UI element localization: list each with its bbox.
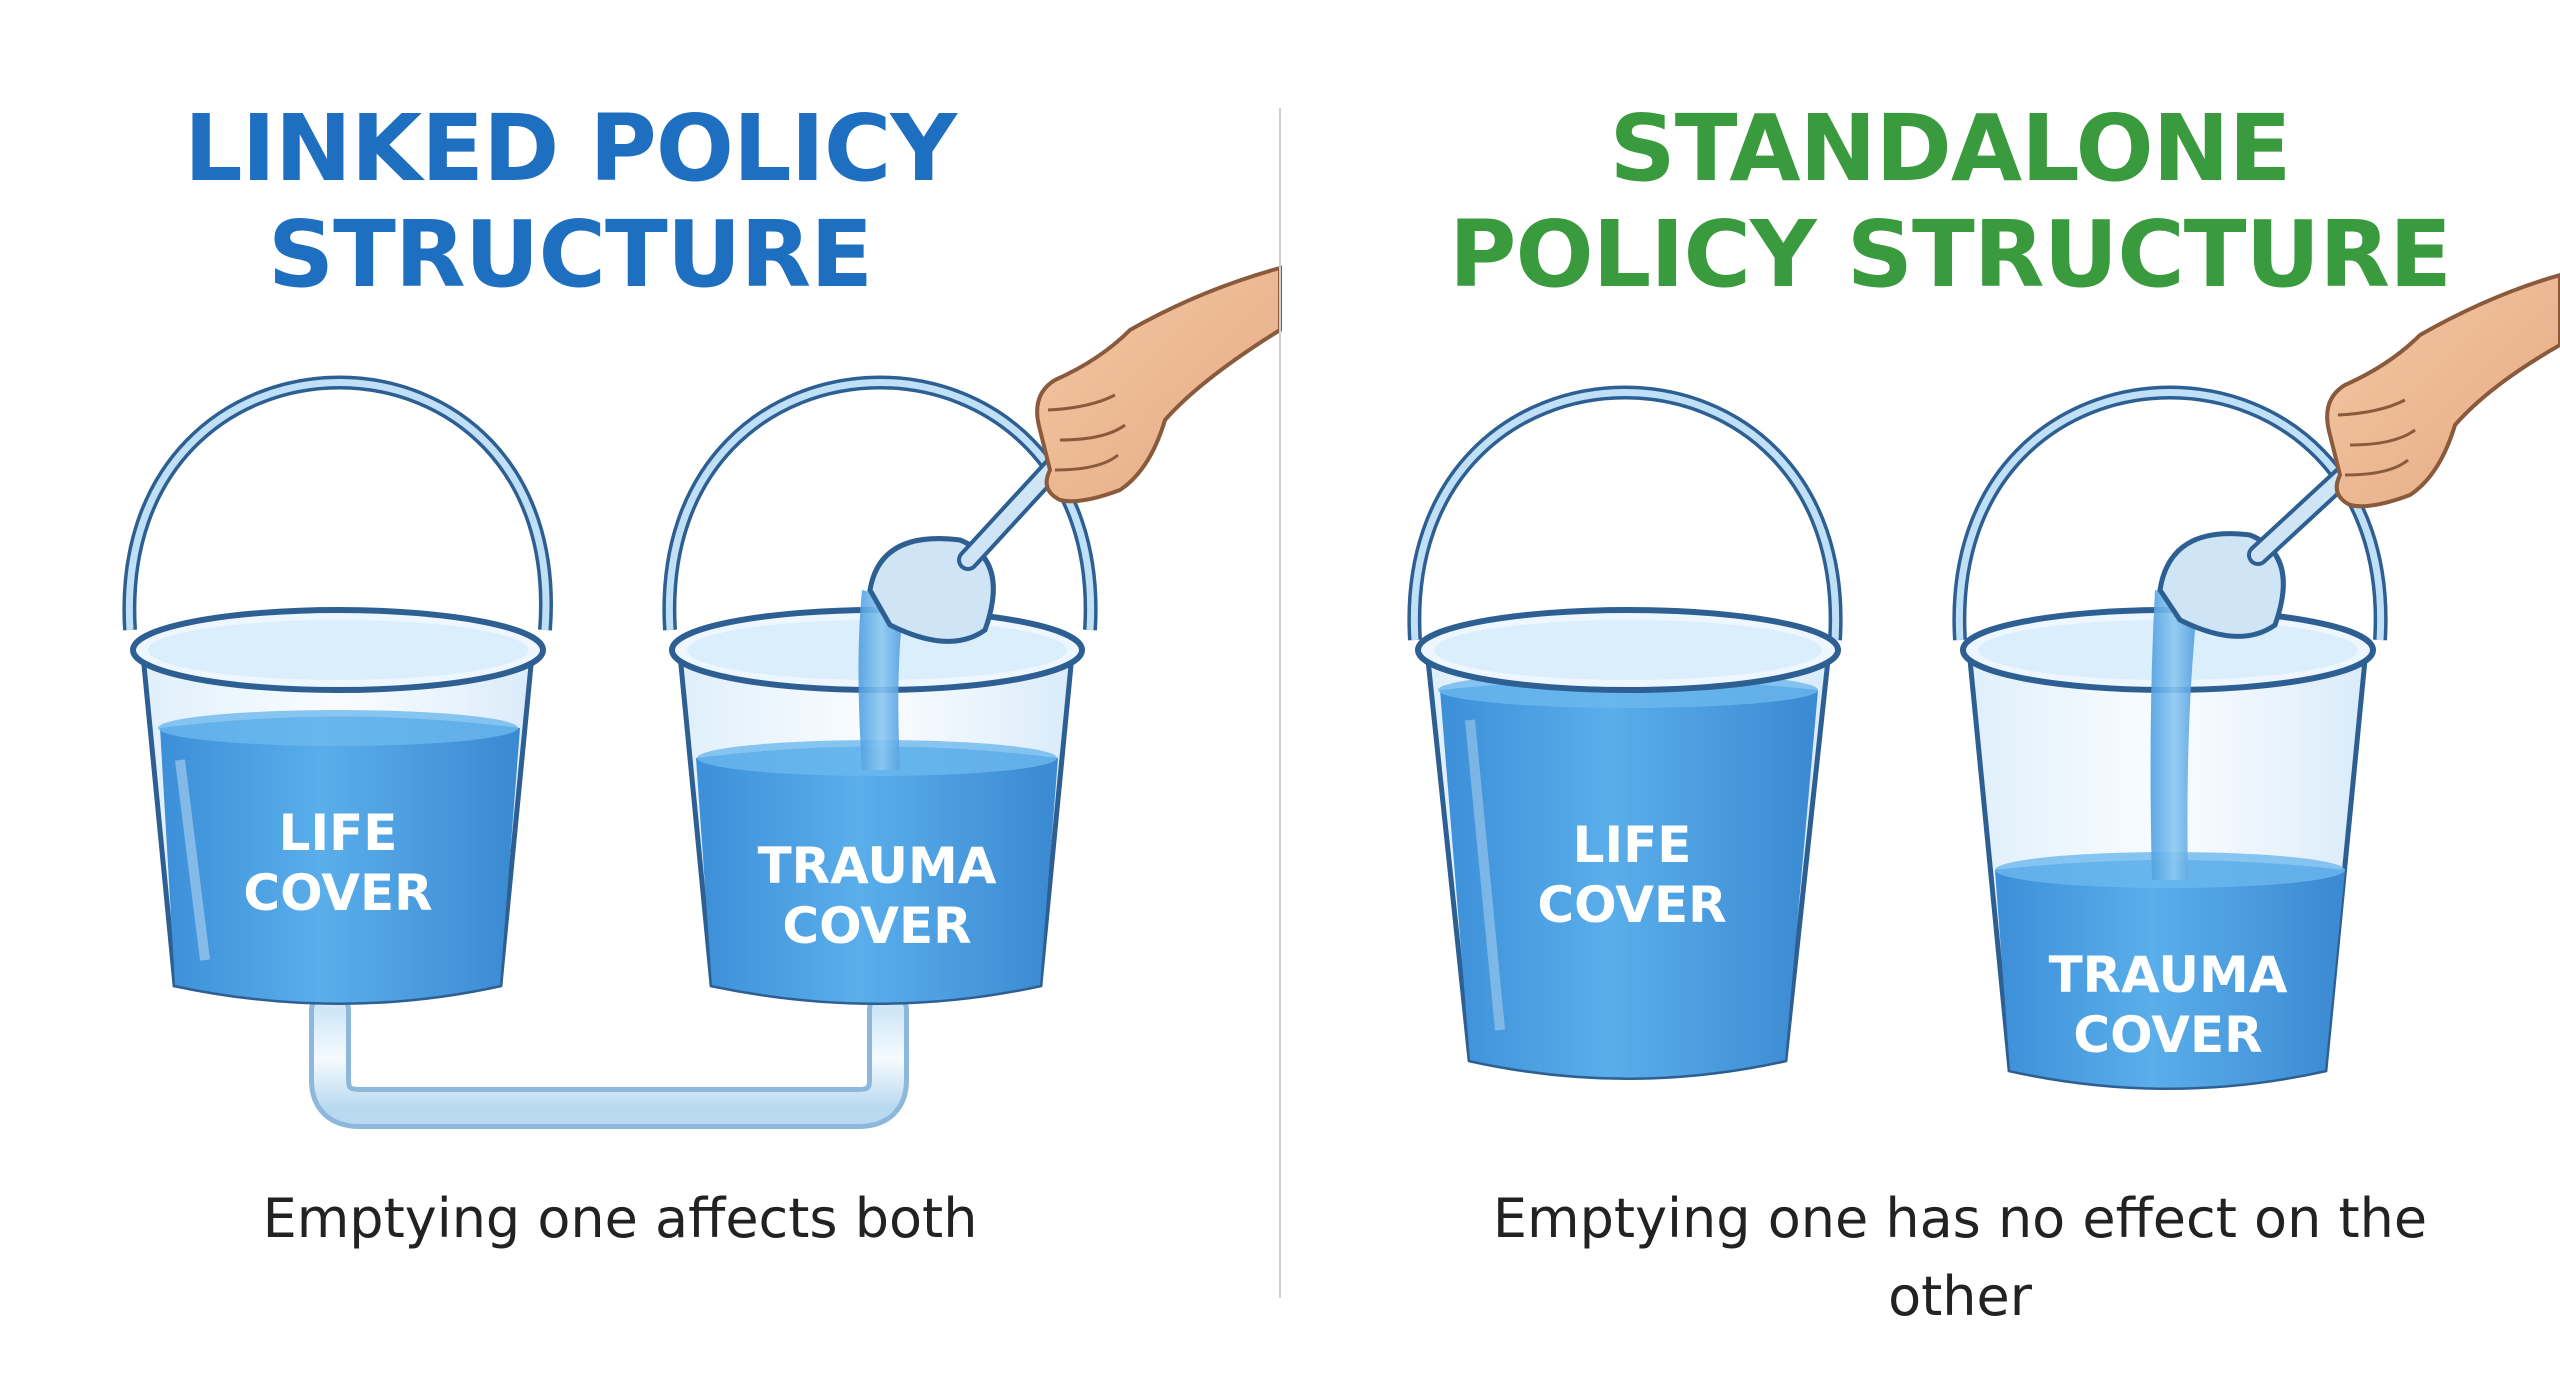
standalone-title-line2: POLICY STRUCTURE <box>1449 201 2452 308</box>
life-cover-label-line2: COVER <box>243 864 432 922</box>
trauma-cover-label-line2: COVER <box>2073 1006 2262 1064</box>
standalone-caption: Emptying one has no effect on the other <box>1492 1187 2428 1328</box>
panel-divider <box>1279 108 1281 1298</box>
pipe-icon <box>309 989 909 1129</box>
scoop-icon <box>2157 459 2361 639</box>
linked-caption: Emptying one affects both <box>262 1187 978 1250</box>
life-cover-label-line1: LIFE <box>1573 816 1692 874</box>
linked-policy-title: LINKED POLICY STRUCTURE <box>60 96 1080 308</box>
linked-policy-panel: LINKED POLICY STRUCTURE Emptying one aff… <box>60 96 1080 1251</box>
bucket-icon <box>1407 385 1843 1080</box>
standalone-policy-title: STANDALONE POLICY STRUCTURE <box>1400 96 2500 308</box>
hand-icon <box>1035 265 1282 504</box>
scoop-icon <box>867 449 1071 644</box>
hand-icon <box>2325 272 2560 509</box>
bucket-icon <box>122 375 553 1005</box>
trauma-cover-label-line1: TRAUMA <box>758 837 997 895</box>
standalone-policy-panel: STANDALONE POLICY STRUCTURE Emptying one… <box>1280 0 2560 1396</box>
trauma-cover-label-line2: COVER <box>782 897 971 955</box>
standalone-title-line1: STANDALONE <box>1609 95 2291 202</box>
life-cover-label-line1: LIFE <box>279 804 398 862</box>
trauma-cover-label-line1: TRAUMA <box>2049 946 2288 1004</box>
linked-title-line1: LINKED POLICY <box>183 95 957 202</box>
life-cover-label-line2: COVER <box>1537 876 1726 934</box>
linked-title-line2: STRUCTURE <box>267 201 873 308</box>
